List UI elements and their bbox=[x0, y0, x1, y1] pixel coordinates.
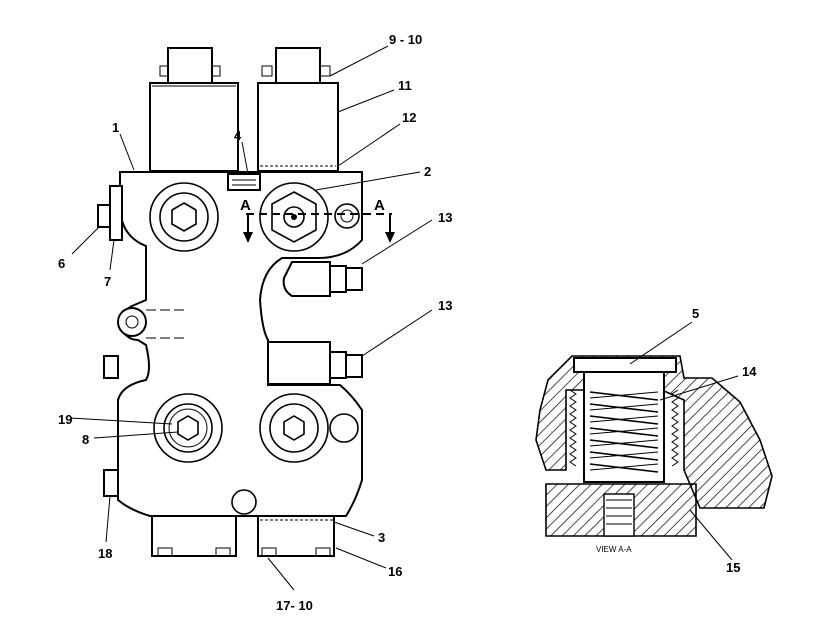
valve-4 bbox=[227, 173, 261, 191]
bolt-6 bbox=[97, 185, 123, 241]
section-line-a-a bbox=[243, 213, 395, 243]
callout-4: 4 bbox=[234, 128, 242, 143]
callout-14: 14 bbox=[742, 364, 757, 379]
port-upper-right bbox=[259, 182, 360, 252]
spring-cavity bbox=[583, 371, 665, 483]
callout-19: 19 bbox=[58, 412, 72, 427]
solenoid-bottom-left bbox=[151, 515, 237, 557]
callout-13-upper: 13 bbox=[438, 210, 452, 225]
fitting-13-upper bbox=[282, 261, 363, 297]
callout-13-lower: 13 bbox=[438, 298, 452, 313]
callout-6: 6 bbox=[58, 256, 65, 271]
callout-2: 2 bbox=[424, 164, 431, 179]
port-lower-left bbox=[153, 393, 223, 463]
callout-7: 7 bbox=[104, 274, 111, 289]
callout-8: 8 bbox=[82, 432, 89, 447]
valve-assembly bbox=[69, 45, 433, 591]
port-upper-left bbox=[149, 182, 219, 252]
callout-17-10: 17- 10 bbox=[276, 598, 313, 613]
valve-body bbox=[117, 171, 363, 517]
bolt-18 bbox=[103, 469, 119, 497]
callout-1: 1 bbox=[112, 120, 119, 135]
callout-12: 12 bbox=[402, 110, 416, 125]
fitting-13-lower bbox=[267, 341, 363, 385]
solenoid-top-left bbox=[149, 47, 239, 172]
callout-16: 16 bbox=[388, 564, 402, 579]
section-mark-left: A bbox=[240, 197, 251, 214]
solenoid-top-right bbox=[257, 47, 339, 172]
callout-11: 11 bbox=[398, 78, 412, 93]
callout-9-10: 9 - 10 bbox=[389, 32, 422, 47]
callout-labels: 9 - 10 11 12 1 4 2 13 13 6 7 19 8 18 3 1… bbox=[58, 32, 757, 613]
callout-18: 18 bbox=[98, 546, 112, 561]
callout-15: 15 bbox=[726, 560, 740, 575]
spring-14 bbox=[589, 391, 659, 473]
port-lower-right bbox=[259, 393, 359, 463]
callout-3: 3 bbox=[378, 530, 385, 545]
view-caption: VIEW A-A bbox=[596, 545, 632, 554]
callout-5: 5 bbox=[692, 306, 699, 321]
section-mark-right: A bbox=[374, 197, 385, 214]
solenoid-bottom-right bbox=[257, 515, 335, 557]
mounting-ear bbox=[117, 307, 147, 337]
section-view-a-a bbox=[535, 321, 773, 561]
leader-lines bbox=[69, 45, 433, 591]
plug-5 bbox=[573, 357, 677, 373]
